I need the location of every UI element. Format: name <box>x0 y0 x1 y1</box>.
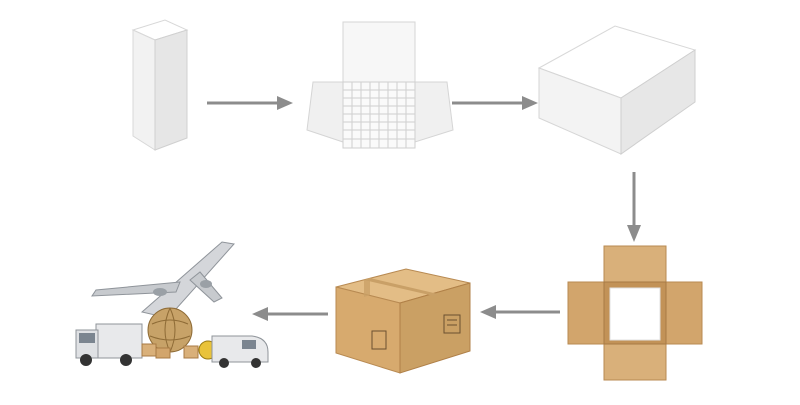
sealed-carton-icon <box>334 265 472 377</box>
flow-arrow-1 <box>205 95 295 111</box>
single-white-box-icon <box>125 18 195 153</box>
sealed-white-box-icon <box>535 22 700 157</box>
global-shipping-icon <box>72 232 272 377</box>
flow-arrow-2 <box>450 95 540 111</box>
van-icon <box>211 335 269 368</box>
airplane-icon <box>91 241 235 319</box>
flow-arrow-3 <box>626 170 642 244</box>
open-carton-icon <box>566 244 706 382</box>
truck-icon <box>75 323 143 366</box>
open-box-with-dividers-icon <box>305 20 455 155</box>
flow-arrow-4 <box>478 304 562 320</box>
flow-arrow-5 <box>250 306 330 322</box>
